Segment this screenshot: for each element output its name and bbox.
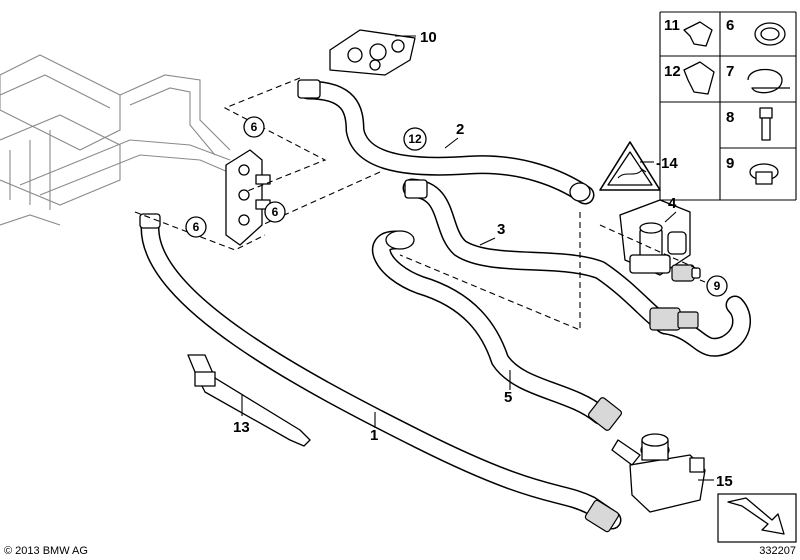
reference-lines [134,77,701,331]
hose-1 [139,213,622,533]
water-pump-15 [611,433,706,513]
hose-2 [297,79,595,205]
label-5: 5 [504,389,512,406]
warning-triangle-icon [599,141,661,191]
legend-11: 11 [664,17,680,34]
label-14: -14 [656,155,678,172]
legend-9: 9 [726,155,734,172]
svg-text:6: 6 [251,120,258,134]
callout-9: 9 [706,275,728,297]
label-3: 3 [497,221,505,238]
label-10: 10 [420,29,437,46]
direction-arrow-box [717,493,797,543]
legend-6: 6 [726,17,734,34]
label-4: 4 [668,195,677,212]
holder-10 [329,29,416,76]
svg-text:9: 9 [714,279,721,293]
legend-7: 7 [726,63,734,80]
hose-5 [372,230,623,431]
svg-text:6: 6 [272,205,279,219]
legend-8: 8 [726,109,734,126]
clamp-12-icon [683,61,715,95]
parts-legend: 11 6 12 7 8 9 [659,11,797,201]
label-15: 15 [716,473,733,490]
label-1: 1 [370,427,378,444]
callout-6b: 6 [264,201,286,223]
clamp-11-icon [683,21,713,47]
heater-core-ghost [0,54,236,226]
leader-lines [241,35,714,481]
label-13: 13 [233,419,250,436]
valve-block [225,149,271,246]
legend-12: 12 [664,63,681,80]
callout-6a: 6 [243,116,265,138]
copyright: © 2013 BMW AG [4,545,88,557]
screw-8-icon [759,107,773,119]
svg-text:12: 12 [408,132,422,146]
callout-6c: 6 [185,216,207,238]
hose-return [649,295,751,357]
hose-3 [402,178,675,335]
diagram-number: 332207 [759,545,796,557]
p-clip-7-icon [747,68,790,94]
arrow-icon [727,497,785,535]
callout-12: 12 [403,127,427,151]
cable-tie-13 [187,354,311,447]
water-valve-4 [619,199,701,282]
label-2: 2 [456,121,464,138]
svg-text:6: 6 [193,220,200,234]
